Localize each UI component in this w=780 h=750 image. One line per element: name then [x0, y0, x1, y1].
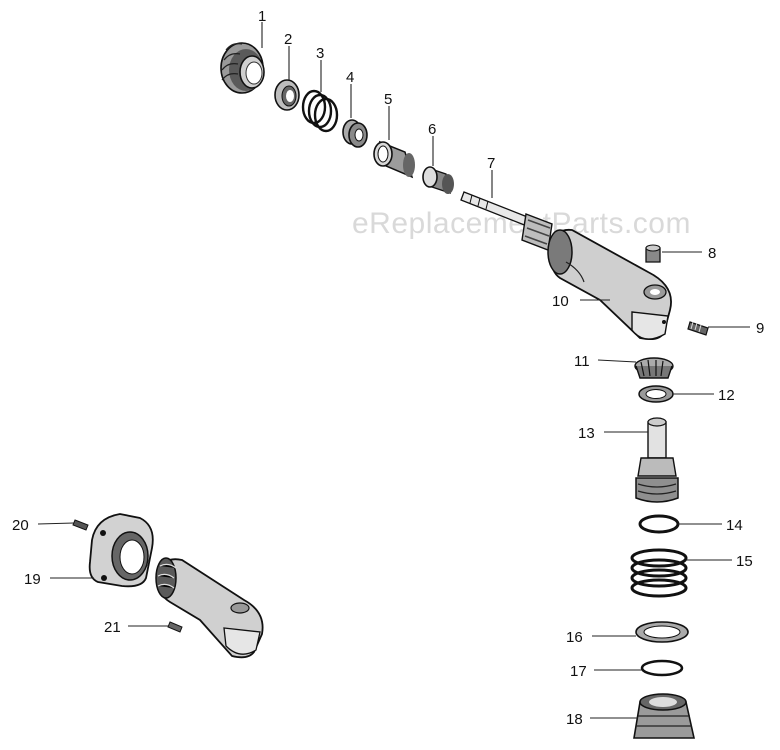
- part-label-12: 12: [718, 387, 735, 404]
- part-number-labels: 1 2 3 4 5 6 7 8 9 10 11 12 13 14 15 16 1…: [12, 8, 764, 728]
- part-label-6: 6: [428, 121, 436, 138]
- leader-lines: [37, 22, 750, 719]
- part-label-17: 17: [570, 663, 587, 680]
- part-4-bearing[interactable]: [342, 119, 368, 148]
- part-label-7: 7: [487, 155, 495, 172]
- part-label-9: 9: [756, 320, 764, 337]
- part-label-19: 19: [24, 571, 41, 588]
- part-17-o-ring[interactable]: [640, 659, 684, 677]
- part-label-3: 3: [316, 45, 324, 62]
- part-12-ring[interactable]: [638, 385, 674, 403]
- part-18-bearing-holder[interactable]: [633, 693, 695, 739]
- part-label-5: 5: [384, 91, 392, 108]
- part-label-10: 10: [552, 293, 569, 310]
- part-label-21: 21: [104, 619, 121, 636]
- part-label-18: 18: [566, 711, 583, 728]
- part-13-spindle[interactable]: [635, 417, 679, 503]
- part-7-drive-shaft[interactable]: [460, 191, 553, 251]
- part-label-13: 13: [578, 425, 595, 442]
- leader-20: [37, 522, 75, 525]
- part-label-4: 4: [346, 69, 354, 86]
- part-label-2: 2: [284, 31, 292, 48]
- part-label-8: 8: [708, 245, 716, 262]
- part-16-thrust-washer[interactable]: [635, 621, 689, 643]
- part-label-11: 11: [574, 353, 590, 370]
- part-3-washer-set[interactable]: [301, 89, 339, 133]
- part-8-plug[interactable]: [645, 244, 661, 263]
- part-1-threaded-collar[interactable]: [220, 42, 265, 94]
- part-15-spring[interactable]: [630, 548, 688, 598]
- leader-11: [597, 359, 637, 363]
- part-label-1: 1: [258, 8, 266, 25]
- assembled-gear-head[interactable]: [155, 557, 264, 659]
- part-10-gear-housing[interactable]: [547, 228, 672, 341]
- part-label-15: 15: [736, 553, 753, 570]
- part-label-20: 20: [12, 517, 29, 534]
- part-label-14: 14: [726, 517, 743, 534]
- part-14-snap-ring[interactable]: [638, 514, 680, 534]
- part-20-screw[interactable]: [72, 519, 89, 531]
- part-label-16: 16: [566, 629, 583, 646]
- part-9-set-screw[interactable]: [687, 321, 709, 336]
- part-19-housing-cover[interactable]: [88, 513, 154, 588]
- part-11-bevel-gear[interactable]: [634, 357, 674, 379]
- part-5-sleeve[interactable]: [373, 140, 415, 179]
- part-6-bushing[interactable]: [422, 166, 454, 195]
- part-2-bearing[interactable]: [274, 79, 300, 111]
- part-21-pin[interactable]: [167, 621, 183, 633]
